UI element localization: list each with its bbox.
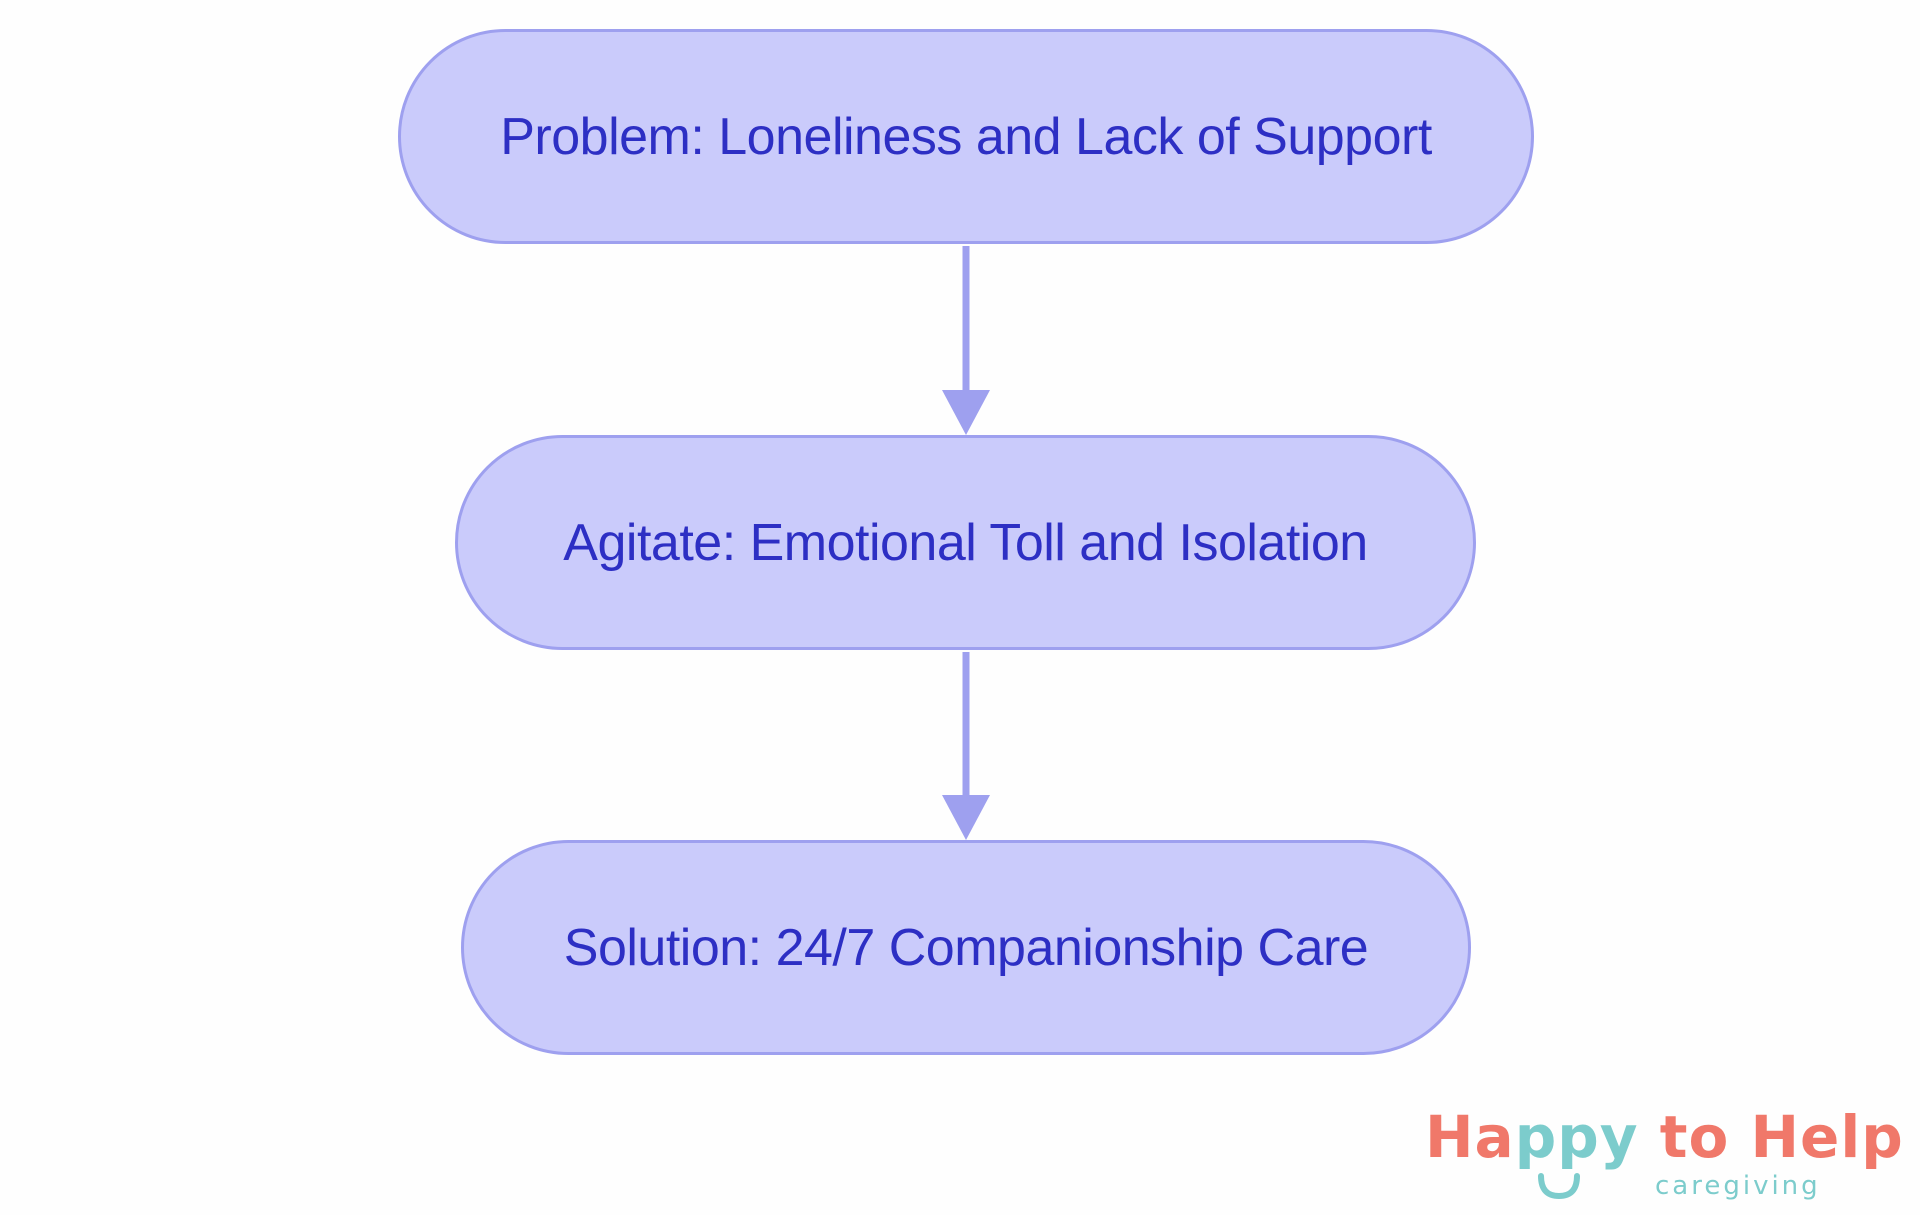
edge-agitate-to-solution (942, 652, 990, 840)
logo-text-part1: Ha (1425, 1103, 1515, 1171)
node-solution: Solution: 24/7 Companionship Care (461, 840, 1471, 1055)
node-solution-label: Solution: 24/7 Companionship Care (563, 918, 1369, 977)
node-agitate: Agitate: Emotional Toll and Isolation (455, 435, 1476, 650)
logo-wordmark: Happy to Help (1425, 1108, 1904, 1166)
logo-text-part2: ppy (1514, 1103, 1639, 1171)
arrow-head-icon (942, 390, 990, 435)
logo-subtitle: caregiving (1655, 1171, 1821, 1201)
logo-text-part3: to Help (1638, 1103, 1904, 1171)
edge-problem-to-agitate (942, 246, 990, 435)
node-problem: Problem: Loneliness and Lack of Support (398, 29, 1534, 244)
happy-to-help-logo: Happy to Help caregiving (1425, 1108, 1903, 1208)
node-agitate-label: Agitate: Emotional Toll and Isolation (563, 513, 1368, 572)
node-problem-label: Problem: Loneliness and Lack of Support (500, 107, 1432, 166)
arrow-head-icon (942, 795, 990, 840)
smile-icon (1538, 1173, 1580, 1200)
